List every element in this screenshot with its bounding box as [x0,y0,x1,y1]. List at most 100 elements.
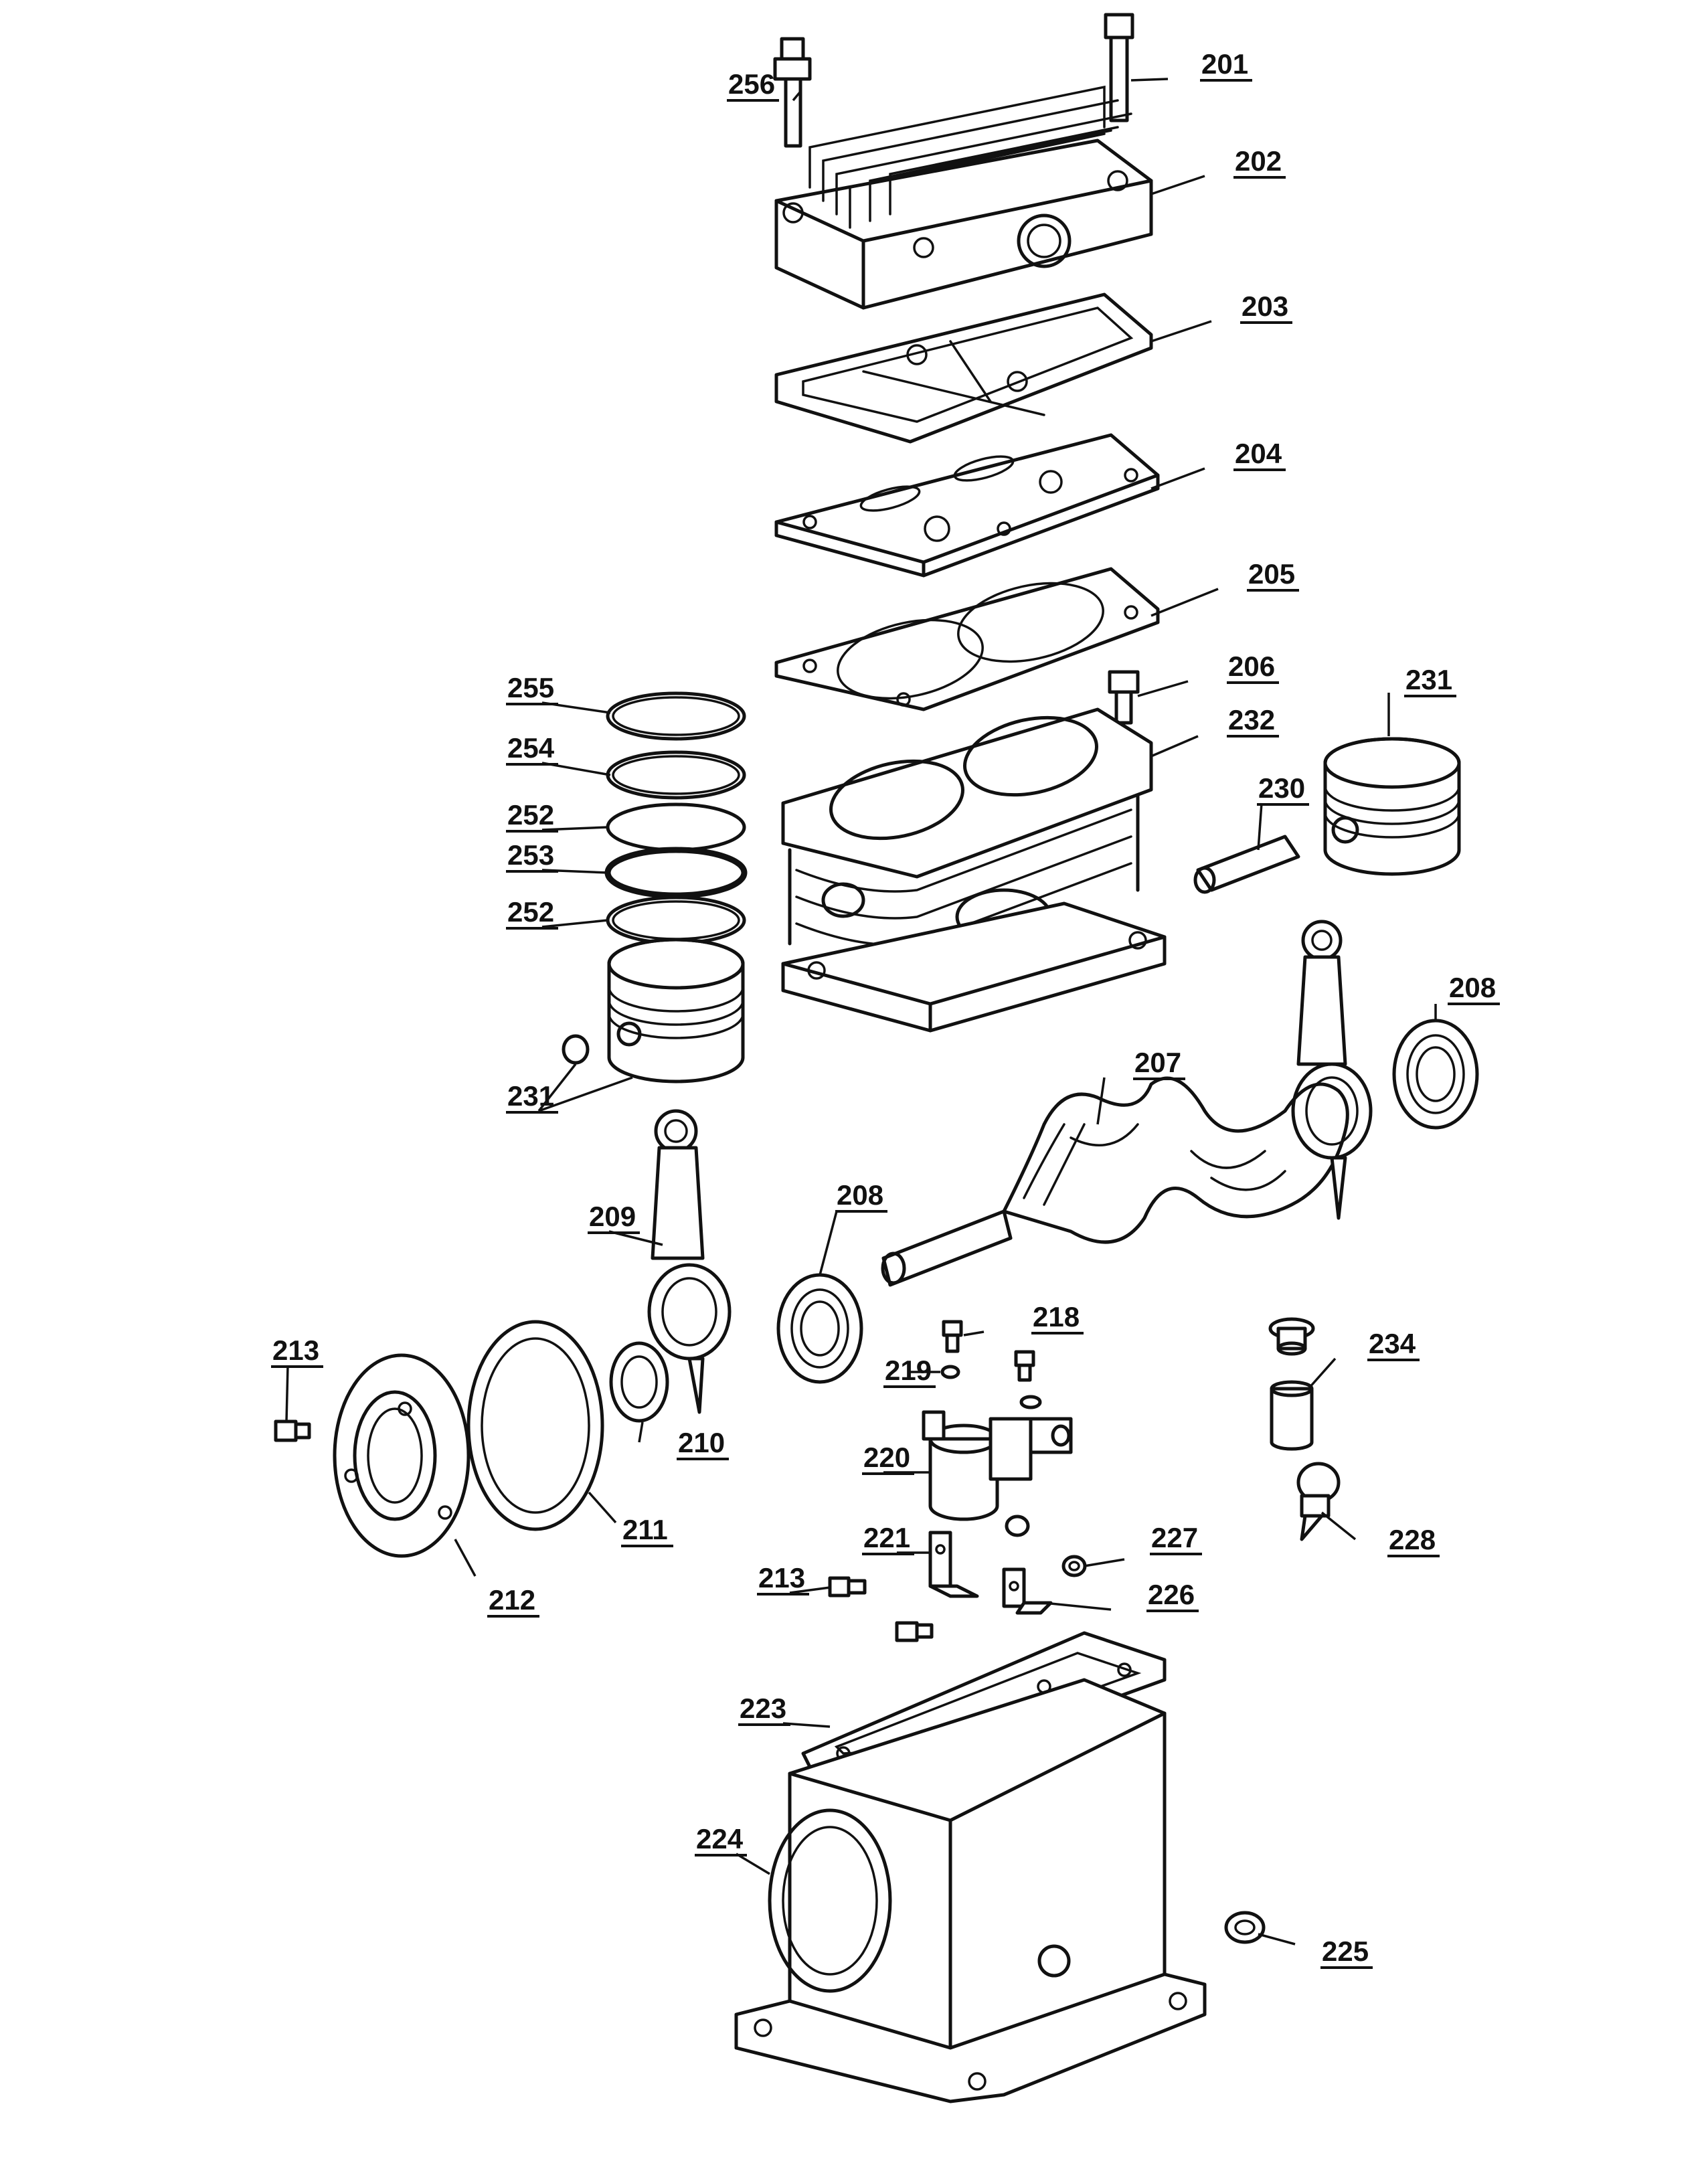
part-230-wrist-pin [1193,835,1300,894]
callout-label: 234 [1369,1328,1416,1359]
callout-label: 252 [507,799,554,831]
callout-label: 225 [1322,1935,1369,1967]
callout-label: 210 [678,1427,725,1458]
part-208-bearing-right [1392,1019,1479,1130]
callout-label: 202 [1235,145,1282,177]
callout-label: 205 [1248,558,1295,590]
part-231-piston-left [562,938,745,1084]
callout-label: 218 [1033,1301,1080,1332]
part-254-ring [606,750,746,800]
callout-label: 231 [1405,664,1452,695]
callout-c219: 219 [883,1355,936,1388]
part-220-breather-assembly [922,1395,1073,1537]
part-228-oil-plug [1296,1462,1341,1541]
callout-c226: 226 [1146,1579,1199,1612]
callout-c204: 204 [1233,438,1286,471]
part-224-crankcase [734,1678,1207,2103]
callout-label: 231 [507,1080,554,1112]
callout-c208a: 208 [1448,972,1500,1005]
part-234-plug [1268,1317,1315,1451]
part-219-washer [940,1365,960,1379]
callout-c210: 210 [677,1427,729,1460]
callout-labels: 256 201 202 203 204 205 206 231 232 230 255 254 252 2… [271,48,1500,1969]
callout-label: 230 [1258,772,1305,804]
part-227-nut [1061,1555,1087,1577]
callout-label: 206 [1228,651,1275,682]
part-207-crankshaft [881,1076,1349,1287]
callout-label: 223 [740,1693,786,1724]
callout-c224: 224 [695,1823,747,1857]
callout-c202: 202 [1233,145,1286,179]
callout-c234: 234 [1367,1328,1420,1361]
callout-label: 201 [1201,48,1248,80]
part-screw [1014,1350,1035,1382]
callout-c206: 206 [1227,651,1279,684]
callout-label: 213 [758,1562,805,1593]
part-203-gasket [774,292,1153,444]
part-bolt [895,1621,934,1642]
callout-label: 219 [885,1355,932,1386]
callout-label: 208 [837,1179,883,1211]
callout-c256: 256 [727,68,779,102]
callout-label: 227 [1151,1522,1198,1553]
part-232-cylinder-block [781,707,1167,1033]
part-231-piston-right [1323,737,1461,876]
part-206-bolt [1108,670,1140,725]
part-213-bolt-center [828,1576,867,1598]
part-208-bearing-left [776,1273,863,1384]
part-213-bolt-left [274,1419,311,1442]
callout-c203: 203 [1240,290,1292,324]
callout-c228: 228 [1387,1524,1440,1557]
callout-label: 207 [1134,1047,1181,1078]
part-225-drain-plug [1224,1911,1266,1944]
part-211-gasket [466,1320,604,1531]
callout-label: 228 [1389,1524,1436,1555]
callout-c213a: 213 [271,1334,323,1368]
part-221-bracket [928,1531,979,1598]
part-210-seal [609,1341,669,1423]
callout-c209: 209 [588,1201,640,1234]
callout-c232: 232 [1227,704,1279,738]
callout-c218: 218 [1031,1301,1084,1334]
callout-label: 208 [1449,972,1496,1003]
callout-c225: 225 [1320,1935,1373,1969]
part-218-screw [942,1320,963,1353]
part-connecting-rod-right [1291,920,1373,1220]
callout-c208b: 208 [835,1179,887,1213]
callout-label: 254 [507,732,555,764]
callout-label: 256 [728,68,775,100]
part-212-end-cover [333,1353,471,1558]
part-201-bolt [1104,13,1134,122]
callout-c231a: 231 [1404,664,1456,697]
callout-label: 253 [507,839,554,871]
callout-c207: 207 [1133,1047,1185,1080]
callout-label: 220 [863,1442,910,1473]
callout-c230: 230 [1257,772,1309,806]
part-226-bracket [1002,1567,1053,1615]
callout-label: 252 [507,896,554,928]
part-204-valve-plate [774,433,1160,578]
part-253-ring [604,847,748,899]
callout-label: 209 [589,1201,636,1232]
callout-label: 221 [863,1522,910,1553]
callout-c252b: 252 [506,896,558,930]
part-202-cylinder-head [774,85,1153,310]
callout-label: 203 [1242,290,1288,322]
callout-c254: 254 [506,732,558,766]
callout-label: 204 [1235,438,1282,469]
callout-c255: 255 [506,672,558,705]
callout-label: 224 [696,1823,744,1854]
callout-label: 226 [1148,1579,1195,1610]
callout-c201: 201 [1200,48,1252,82]
callout-c221: 221 [862,1522,914,1555]
callout-c223: 223 [738,1693,790,1726]
callout-c212: 212 [487,1584,539,1618]
callout-c227: 227 [1150,1522,1202,1555]
part-205-gasket [774,567,1160,711]
callout-label: 211 [622,1514,668,1545]
callout-c211: 211 [621,1514,673,1547]
part-256-fitting [773,37,812,148]
part-255-ring [606,691,746,741]
part-252-ring-upper [606,802,746,852]
callout-label: 212 [489,1584,535,1616]
